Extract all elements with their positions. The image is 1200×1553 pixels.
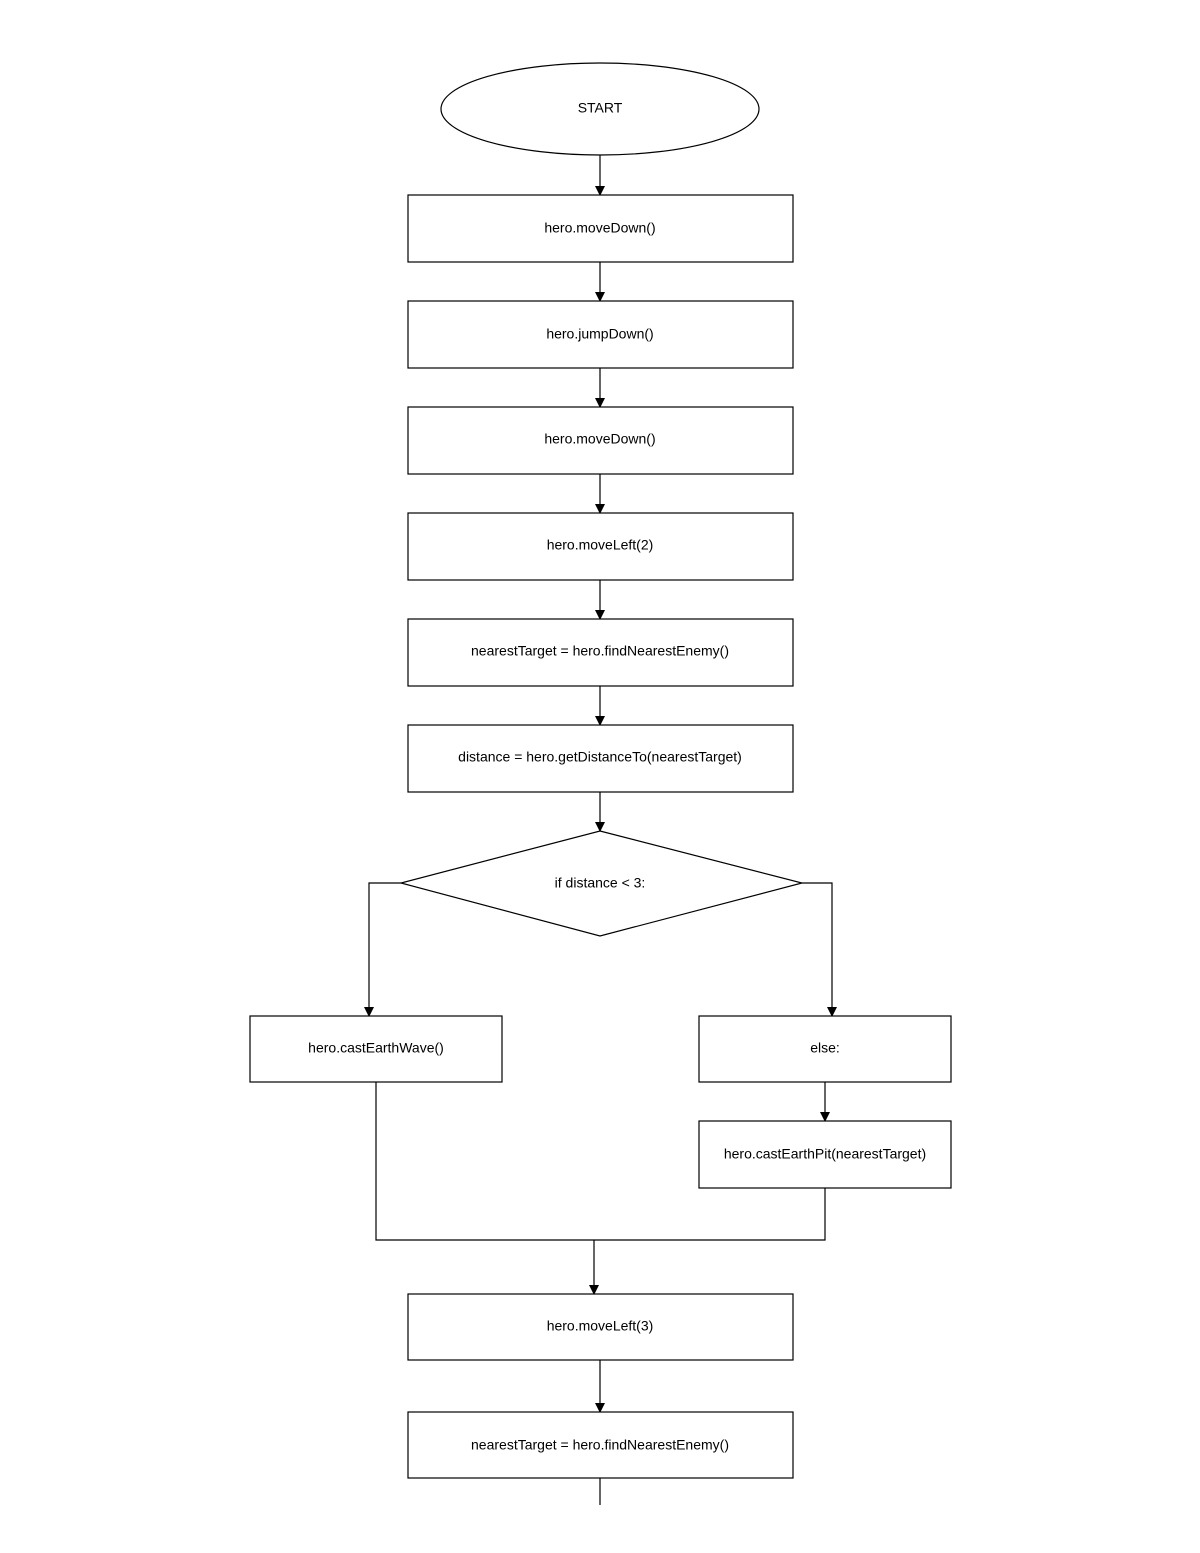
start-label: START <box>578 100 623 116</box>
condition-label: if distance < 3: <box>555 875 646 891</box>
arrow-condition-true-branch <box>364 882 401 1017</box>
process-node-move-down-2: hero.moveDown() <box>407 406 794 475</box>
move-down-2-label: hero.moveDown() <box>544 431 655 447</box>
decision-node-distance: if distance < 3: <box>398 830 805 937</box>
move-left-2-label: hero.moveLeft(2) <box>547 537 654 553</box>
merge-connector <box>375 1082 826 1241</box>
process-node-earth-wave: hero.castEarthWave() <box>249 1015 503 1083</box>
process-node-find-enemy-1: nearestTarget = hero.findNearestEnemy() <box>407 618 794 687</box>
process-node-earth-pit: hero.castEarthPit(nearestTarget) <box>698 1120 952 1189</box>
process-node-else: else: <box>698 1015 952 1083</box>
else-label: else: <box>810 1040 840 1056</box>
find-enemy-2-label: nearestTarget = hero.findNearestEnemy() <box>471 1437 729 1453</box>
arrow-condition-else-branch <box>802 882 837 1017</box>
process-node-move-down-1: hero.moveDown() <box>407 194 794 263</box>
get-distance-label: distance = hero.getDistanceTo(nearestTar… <box>458 749 742 765</box>
move-left-3-label: hero.moveLeft(3) <box>547 1318 654 1334</box>
earth-wave-label: hero.castEarthWave() <box>308 1040 444 1056</box>
jump-down-label: hero.jumpDown() <box>546 326 653 342</box>
process-node-jump-down: hero.jumpDown() <box>407 300 794 369</box>
find-enemy-1-label: nearestTarget = hero.findNearestEnemy() <box>471 643 729 659</box>
process-node-move-left-3: hero.moveLeft(3) <box>407 1293 794 1361</box>
process-node-move-left-2: hero.moveLeft(2) <box>407 512 794 581</box>
earth-pit-label: hero.castEarthPit(nearestTarget) <box>724 1146 926 1162</box>
move-down-1-label: hero.moveDown() <box>544 220 655 236</box>
process-node-find-enemy-2: nearestTarget = hero.findNearestEnemy() <box>407 1411 794 1479</box>
start-node: START <box>440 62 760 156</box>
process-node-get-distance: distance = hero.getDistanceTo(nearestTar… <box>407 724 794 793</box>
